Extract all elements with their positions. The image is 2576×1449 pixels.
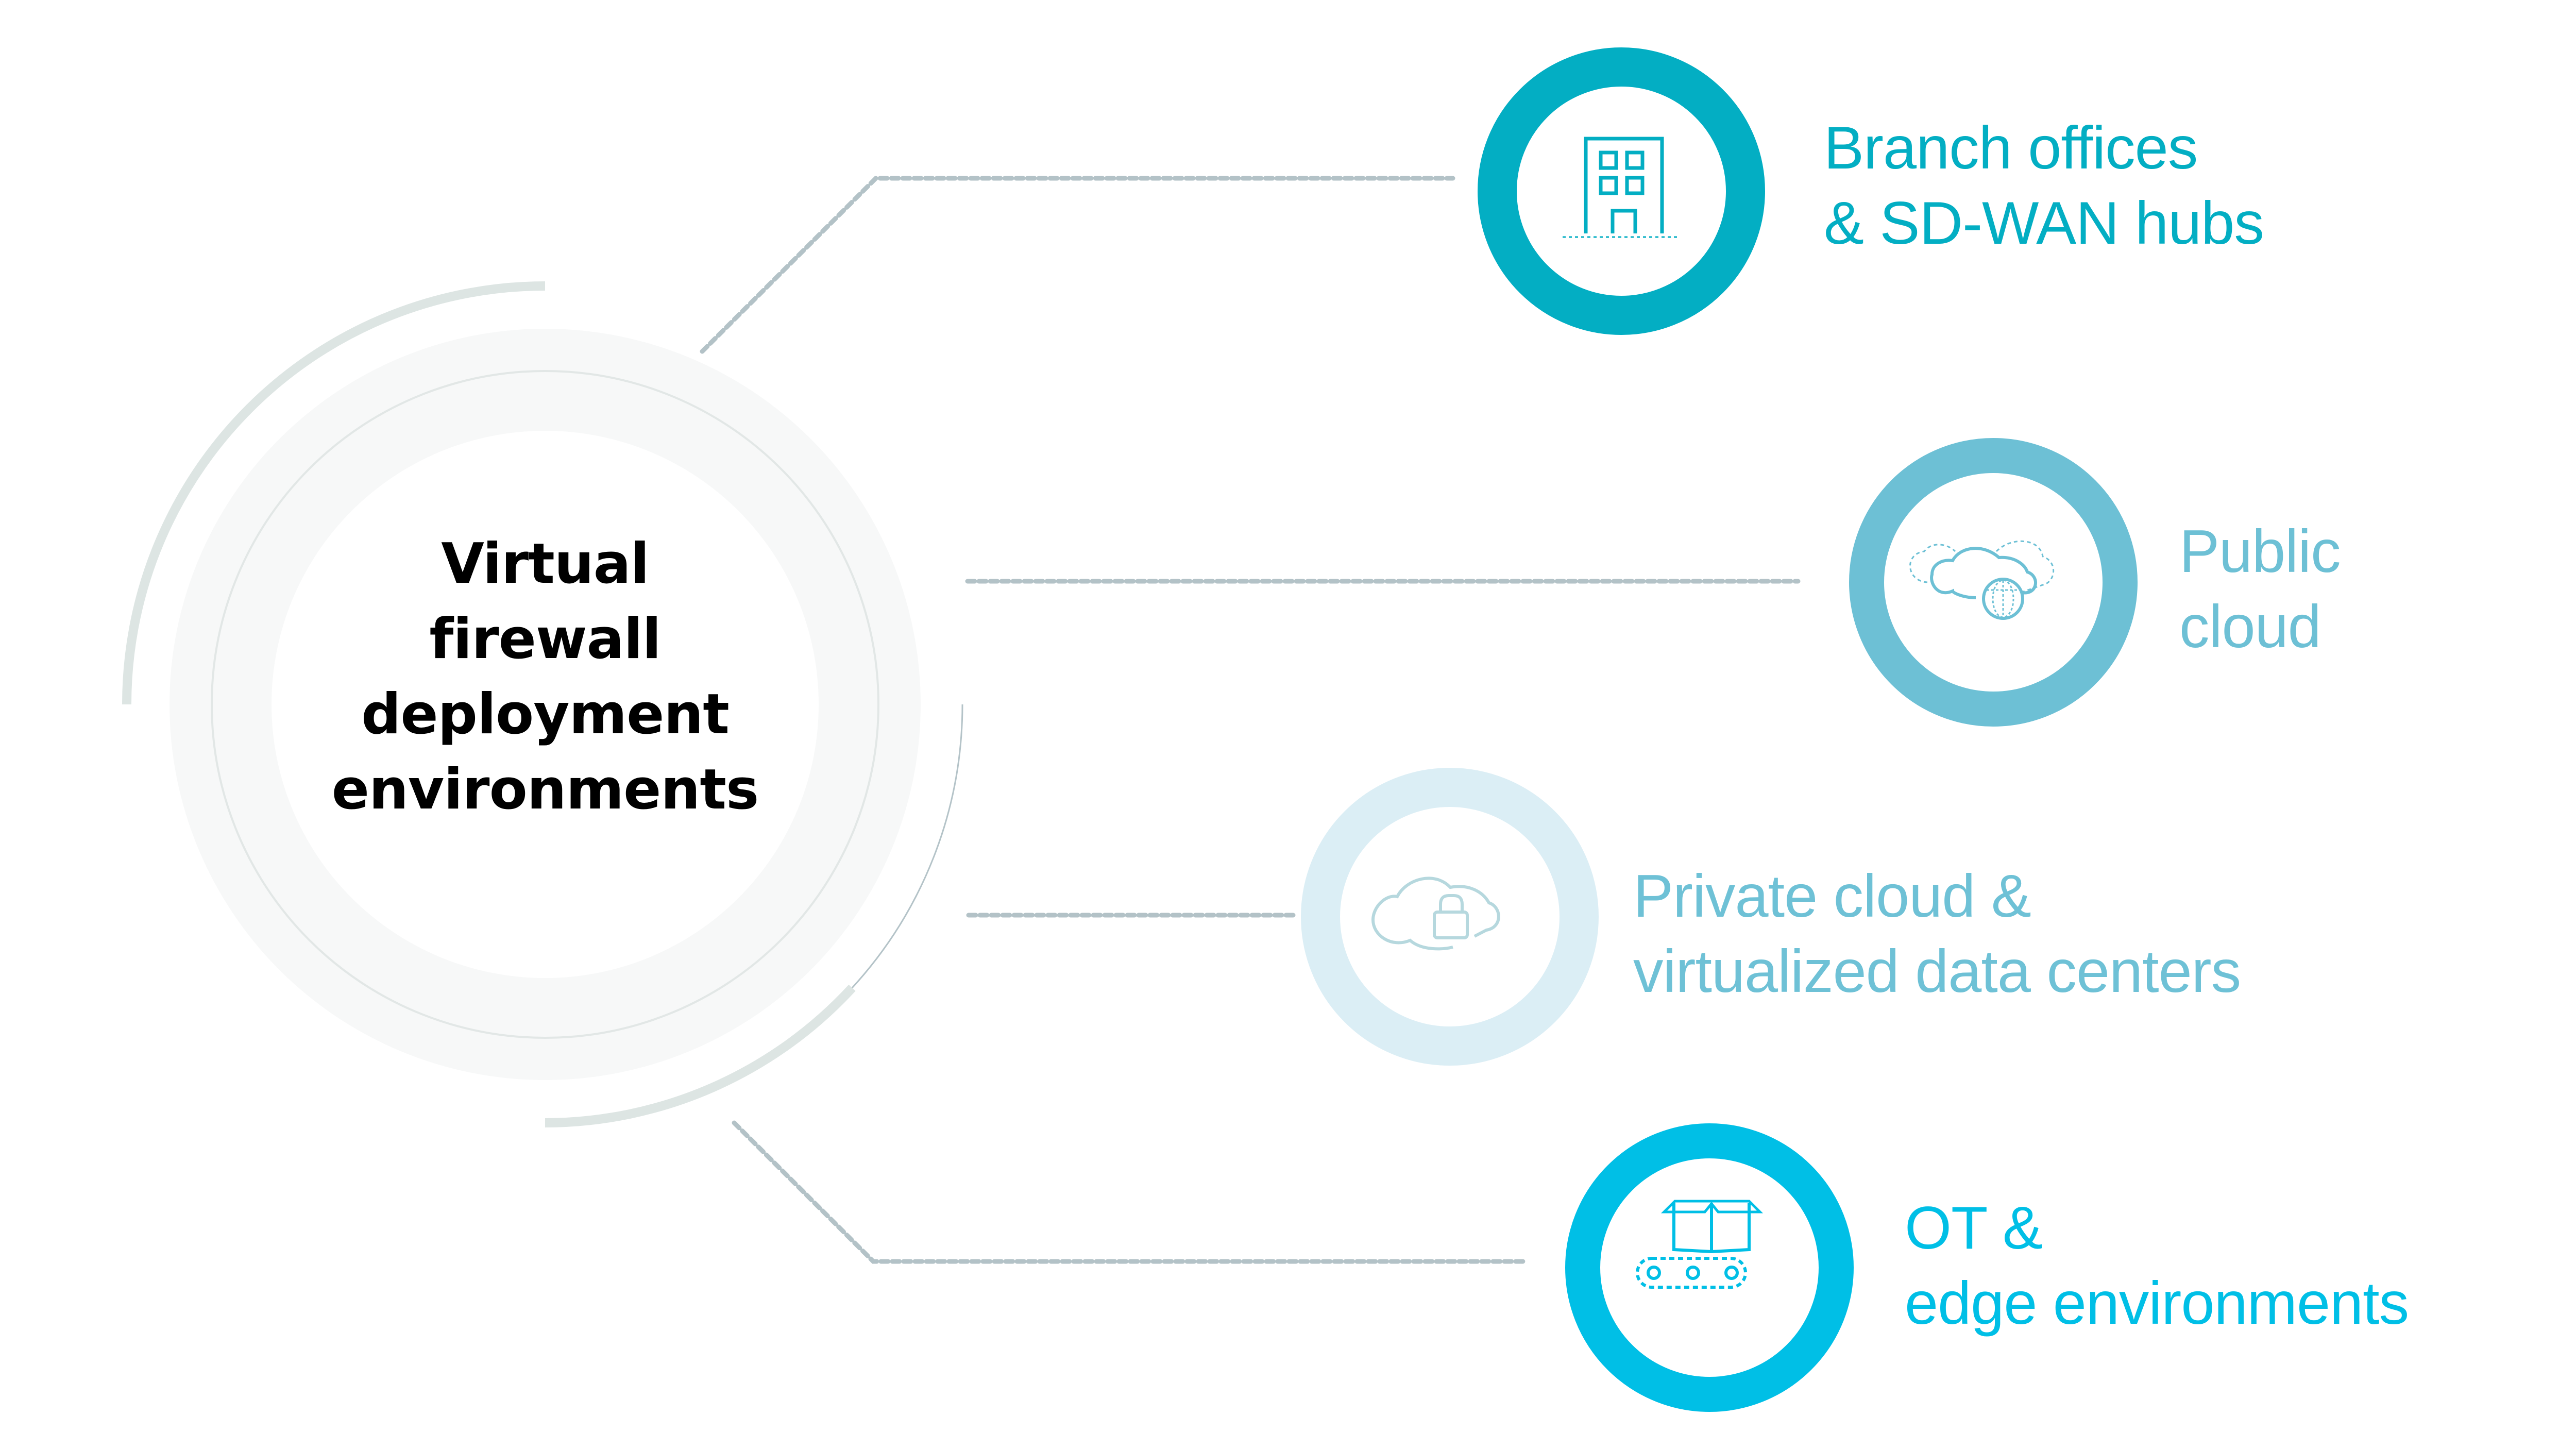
arc-bottom-right bbox=[545, 984, 856, 1127]
center-title-line: environments bbox=[331, 757, 759, 822]
node-public-cloud bbox=[1849, 438, 2138, 727]
label-line: Branch offices bbox=[1824, 114, 2198, 181]
label-branch: Branch offices & SD-WAN hubs bbox=[1824, 110, 2264, 261]
connectors bbox=[700, 176, 1801, 1264]
label-private-cloud: Private cloud & virtualized data centers bbox=[1633, 858, 2241, 1009]
hub-thin-ring bbox=[211, 370, 879, 1039]
label-line: OT & bbox=[1905, 1194, 2043, 1261]
central-hub bbox=[170, 329, 921, 1080]
label-ot-edge: OT & edge environments bbox=[1905, 1190, 2409, 1341]
node-branch bbox=[1478, 47, 1765, 335]
cloud-lock-icon bbox=[1371, 877, 1500, 951]
conveyor-box-icon bbox=[1636, 1200, 1764, 1289]
center-title-line: Virtual bbox=[441, 532, 649, 596]
center-title-line: deployment bbox=[361, 682, 730, 747]
label-line: & SD-WAN hubs bbox=[1824, 189, 2264, 257]
label-line: Private cloud & bbox=[1633, 862, 2031, 930]
hub-inner-disc bbox=[272, 431, 819, 978]
center-title-line: firewall bbox=[429, 607, 661, 671]
label-line: Public bbox=[2179, 517, 2341, 585]
node-private-cloud bbox=[1301, 768, 1599, 1066]
arc-right-thin bbox=[851, 704, 963, 989]
label-line: cloud bbox=[2179, 593, 2321, 660]
arc-top-left bbox=[122, 281, 546, 705]
connector-branch bbox=[700, 176, 1455, 354]
center-title: Virtual firewall deployment environments bbox=[287, 527, 803, 828]
ot-edge-ring bbox=[1565, 1123, 1854, 1412]
connector-ot-edge bbox=[732, 1120, 1529, 1264]
branch-ring bbox=[1478, 47, 1765, 335]
cloud-globe-icon bbox=[1909, 540, 2055, 620]
label-line: edge environments bbox=[1905, 1269, 2409, 1337]
decorative-arcs bbox=[122, 281, 963, 1127]
building-icon bbox=[1563, 137, 1678, 238]
node-ot-edge bbox=[1565, 1123, 1854, 1412]
label-line: virtualized data centers bbox=[1633, 937, 2241, 1005]
label-public-cloud: Public cloud bbox=[2179, 514, 2341, 664]
